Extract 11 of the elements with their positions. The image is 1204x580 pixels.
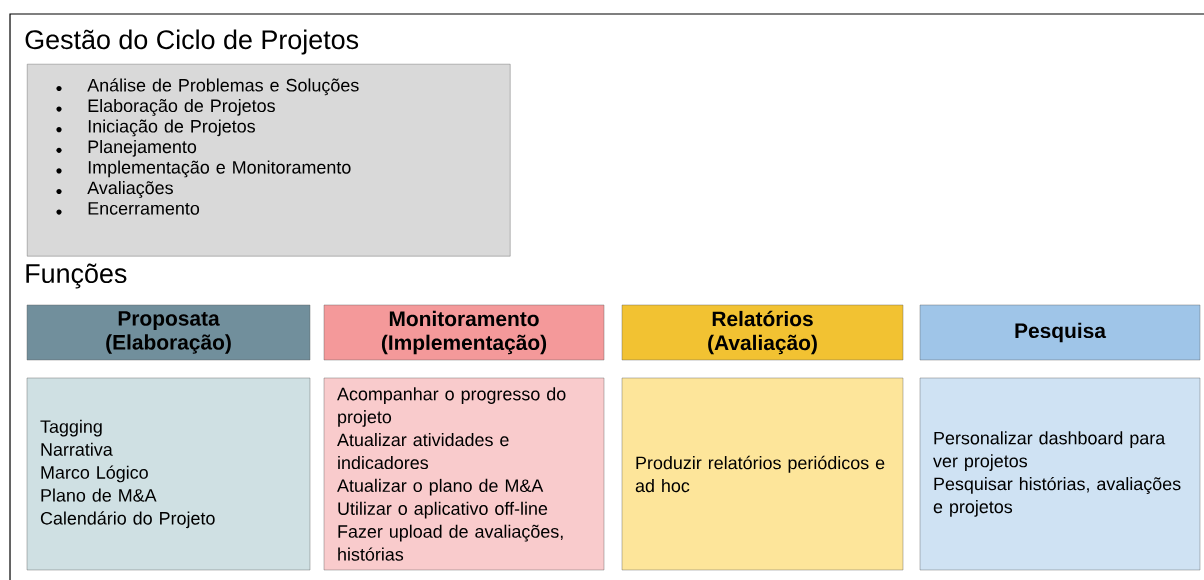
- header-box: Monitoramento (Implementação): [323, 304, 605, 361]
- content-box: Acompanhar o progresso do projeto Atualizar atividades e indicadores Atualizar o plano de M&A Utilizar o aplicativo off-line Fazer upload de avaliações, histórias: [323, 377, 605, 571]
- heading: Gestão do Ciclo de Projetos: [25, 29, 359, 55]
- content-box: Personalizar dashboard para ver projetos Pesquisar histórias, avaliações e projetos: [919, 377, 1201, 571]
- header-box: Relatórios (Avaliação): [621, 304, 904, 361]
- list-box: Análise de Problemas e Soluções Elaboração de Projetos Iniciação de Projetos Planejamento Implementação e Monitoramento Avaliações Encerramento: [27, 64, 511, 257]
- content-box: Produzir relatórios periódicos e ad hoc: [621, 377, 904, 571]
- content-box: Tagging Narrativa Marco Lógico Plano de M&A Calendário do Projeto: [26, 377, 311, 571]
- heading: Funções: [26, 263, 127, 289]
- header-box: Proposata (Elaboração): [26, 304, 311, 361]
- header-box: Pesquisa: [919, 304, 1201, 361]
